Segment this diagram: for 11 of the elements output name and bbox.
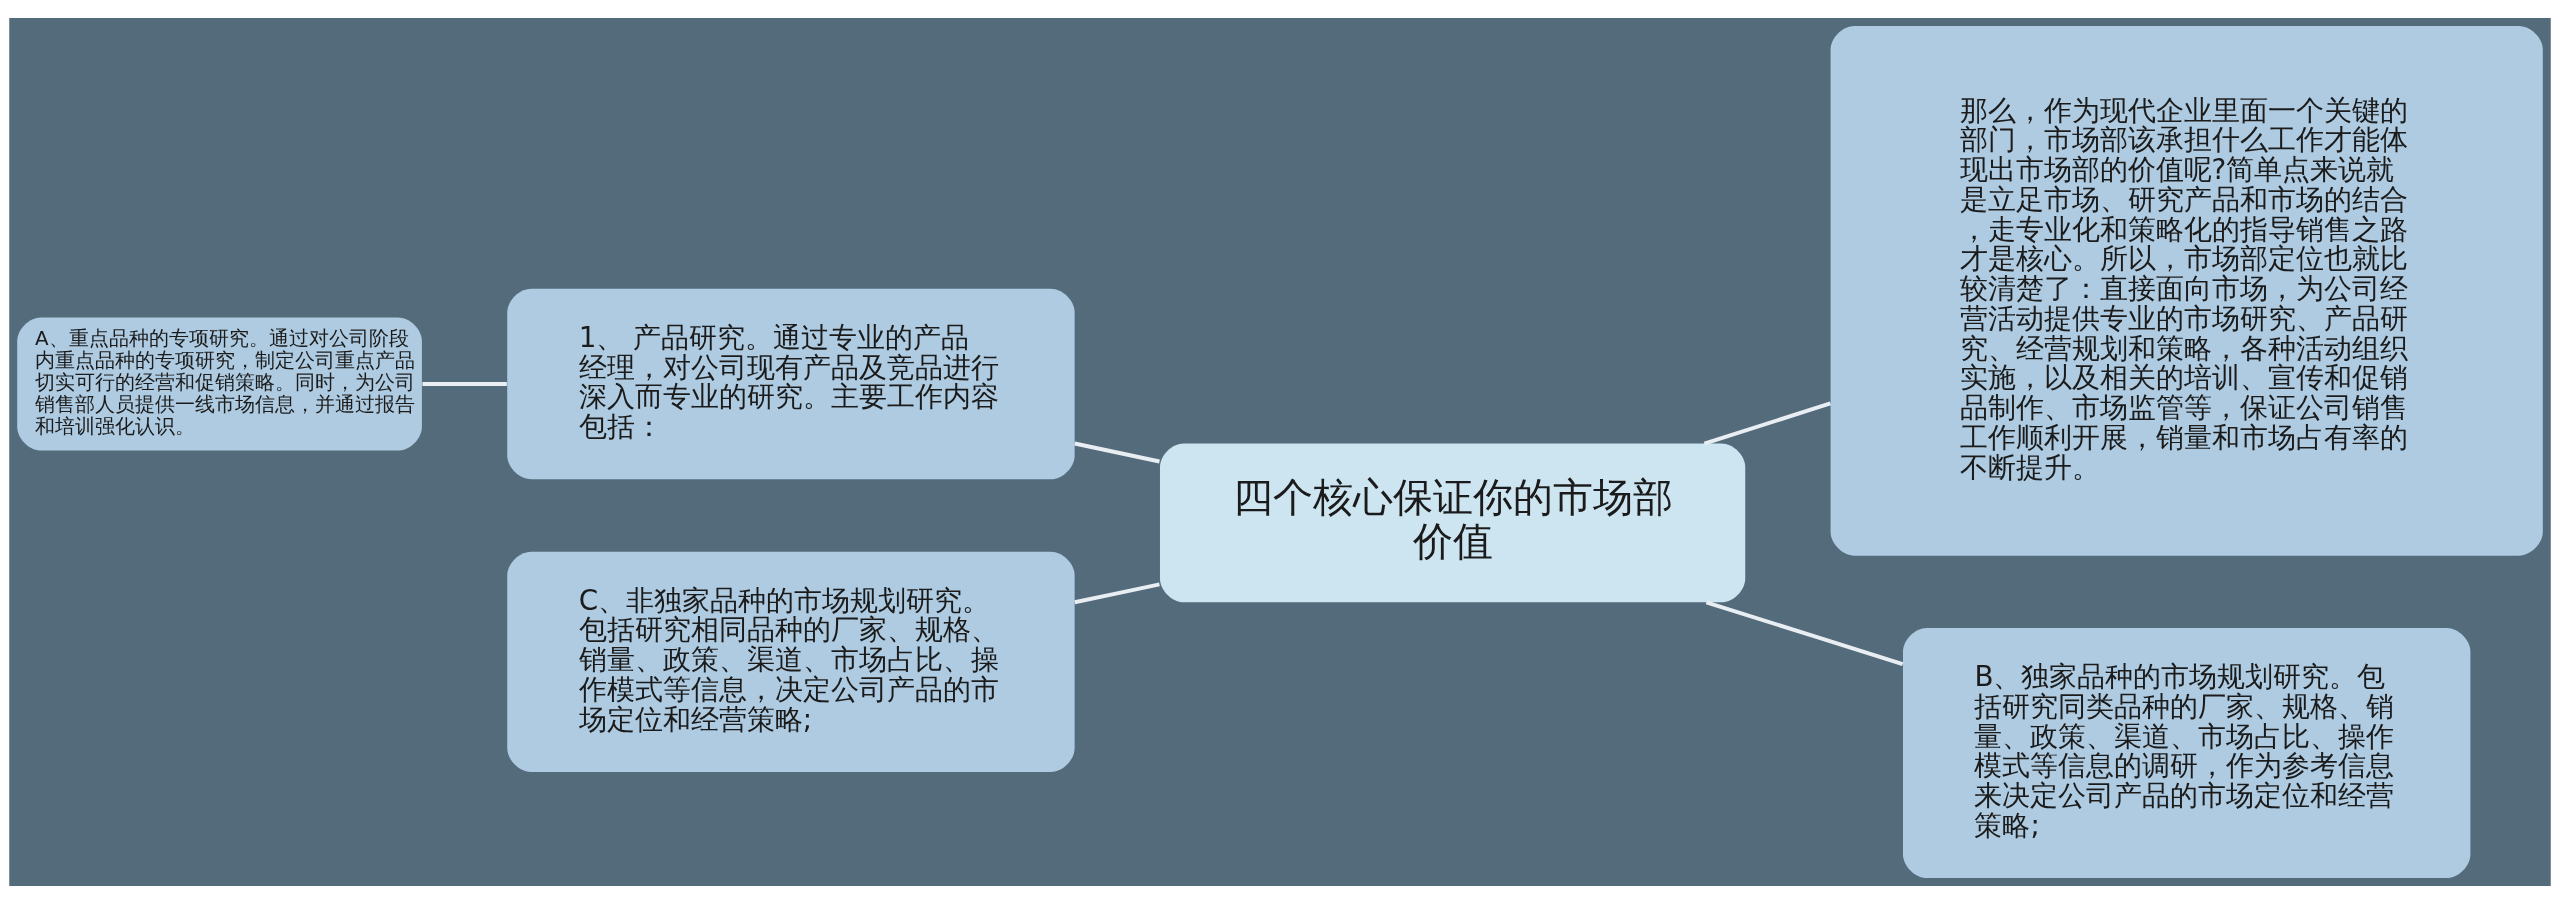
node-box: B、独家品种的市场规划研究。包括研究同类品种的厂家、规格、销量、政策、渠道、市场占比、操作模式等信息的调研，作为参考信息来决定公司产品的市场定位和经营策略;: [1903, 627, 2471, 878]
node-box: 1、 产品研究。通过专业的产品经理，对公司现有产品及竞品进行深入而专业的研究。主要工作内容包括：: [507, 288, 1075, 479]
node-box: A、重点品种的专项研究。通过对公司阶段内重点品种的专项研究，制定公司重点产品切实可行的经营和促销策略。同时，为公司销售部人员提供一线市场信息，并通过报告和培训强化认识。: [17, 317, 422, 450]
node-box: 那么，作为现代企业里面一个关键的部门，市场部该承担什么工作才能体现出市场部的价值呢?简单点来说就是立足市场、研究产品和市场的结合，走专业化和策略化的指导销售之路才是核心。所以，市场部定位也就比较清楚了：直接面向市场，为公司经营活动提供专业的市场研究、产品研究、经营规划和策略，各种活动组织实施，以及相关的培训、宣传和促销品制作、市场监管等，保证公司销售工作顺利开展，销量和市场占有率的不断提升。: [1830, 25, 2543, 556]
node-box: C、非独家品种的市场规划研究。包括研究相同品种的厂家、规格、销量、政策、渠道、市场占比、操作模式等信息，决定公司产品的市场定位和经营策略;: [507, 551, 1075, 772]
connector: [1703, 401, 1832, 445]
node-box: 四个核心保证你的市场部价值: [1159, 443, 1746, 602]
connector: [1074, 581, 1160, 604]
connector: [422, 381, 507, 386]
connector: [1074, 441, 1160, 463]
connector: [1705, 599, 1904, 666]
